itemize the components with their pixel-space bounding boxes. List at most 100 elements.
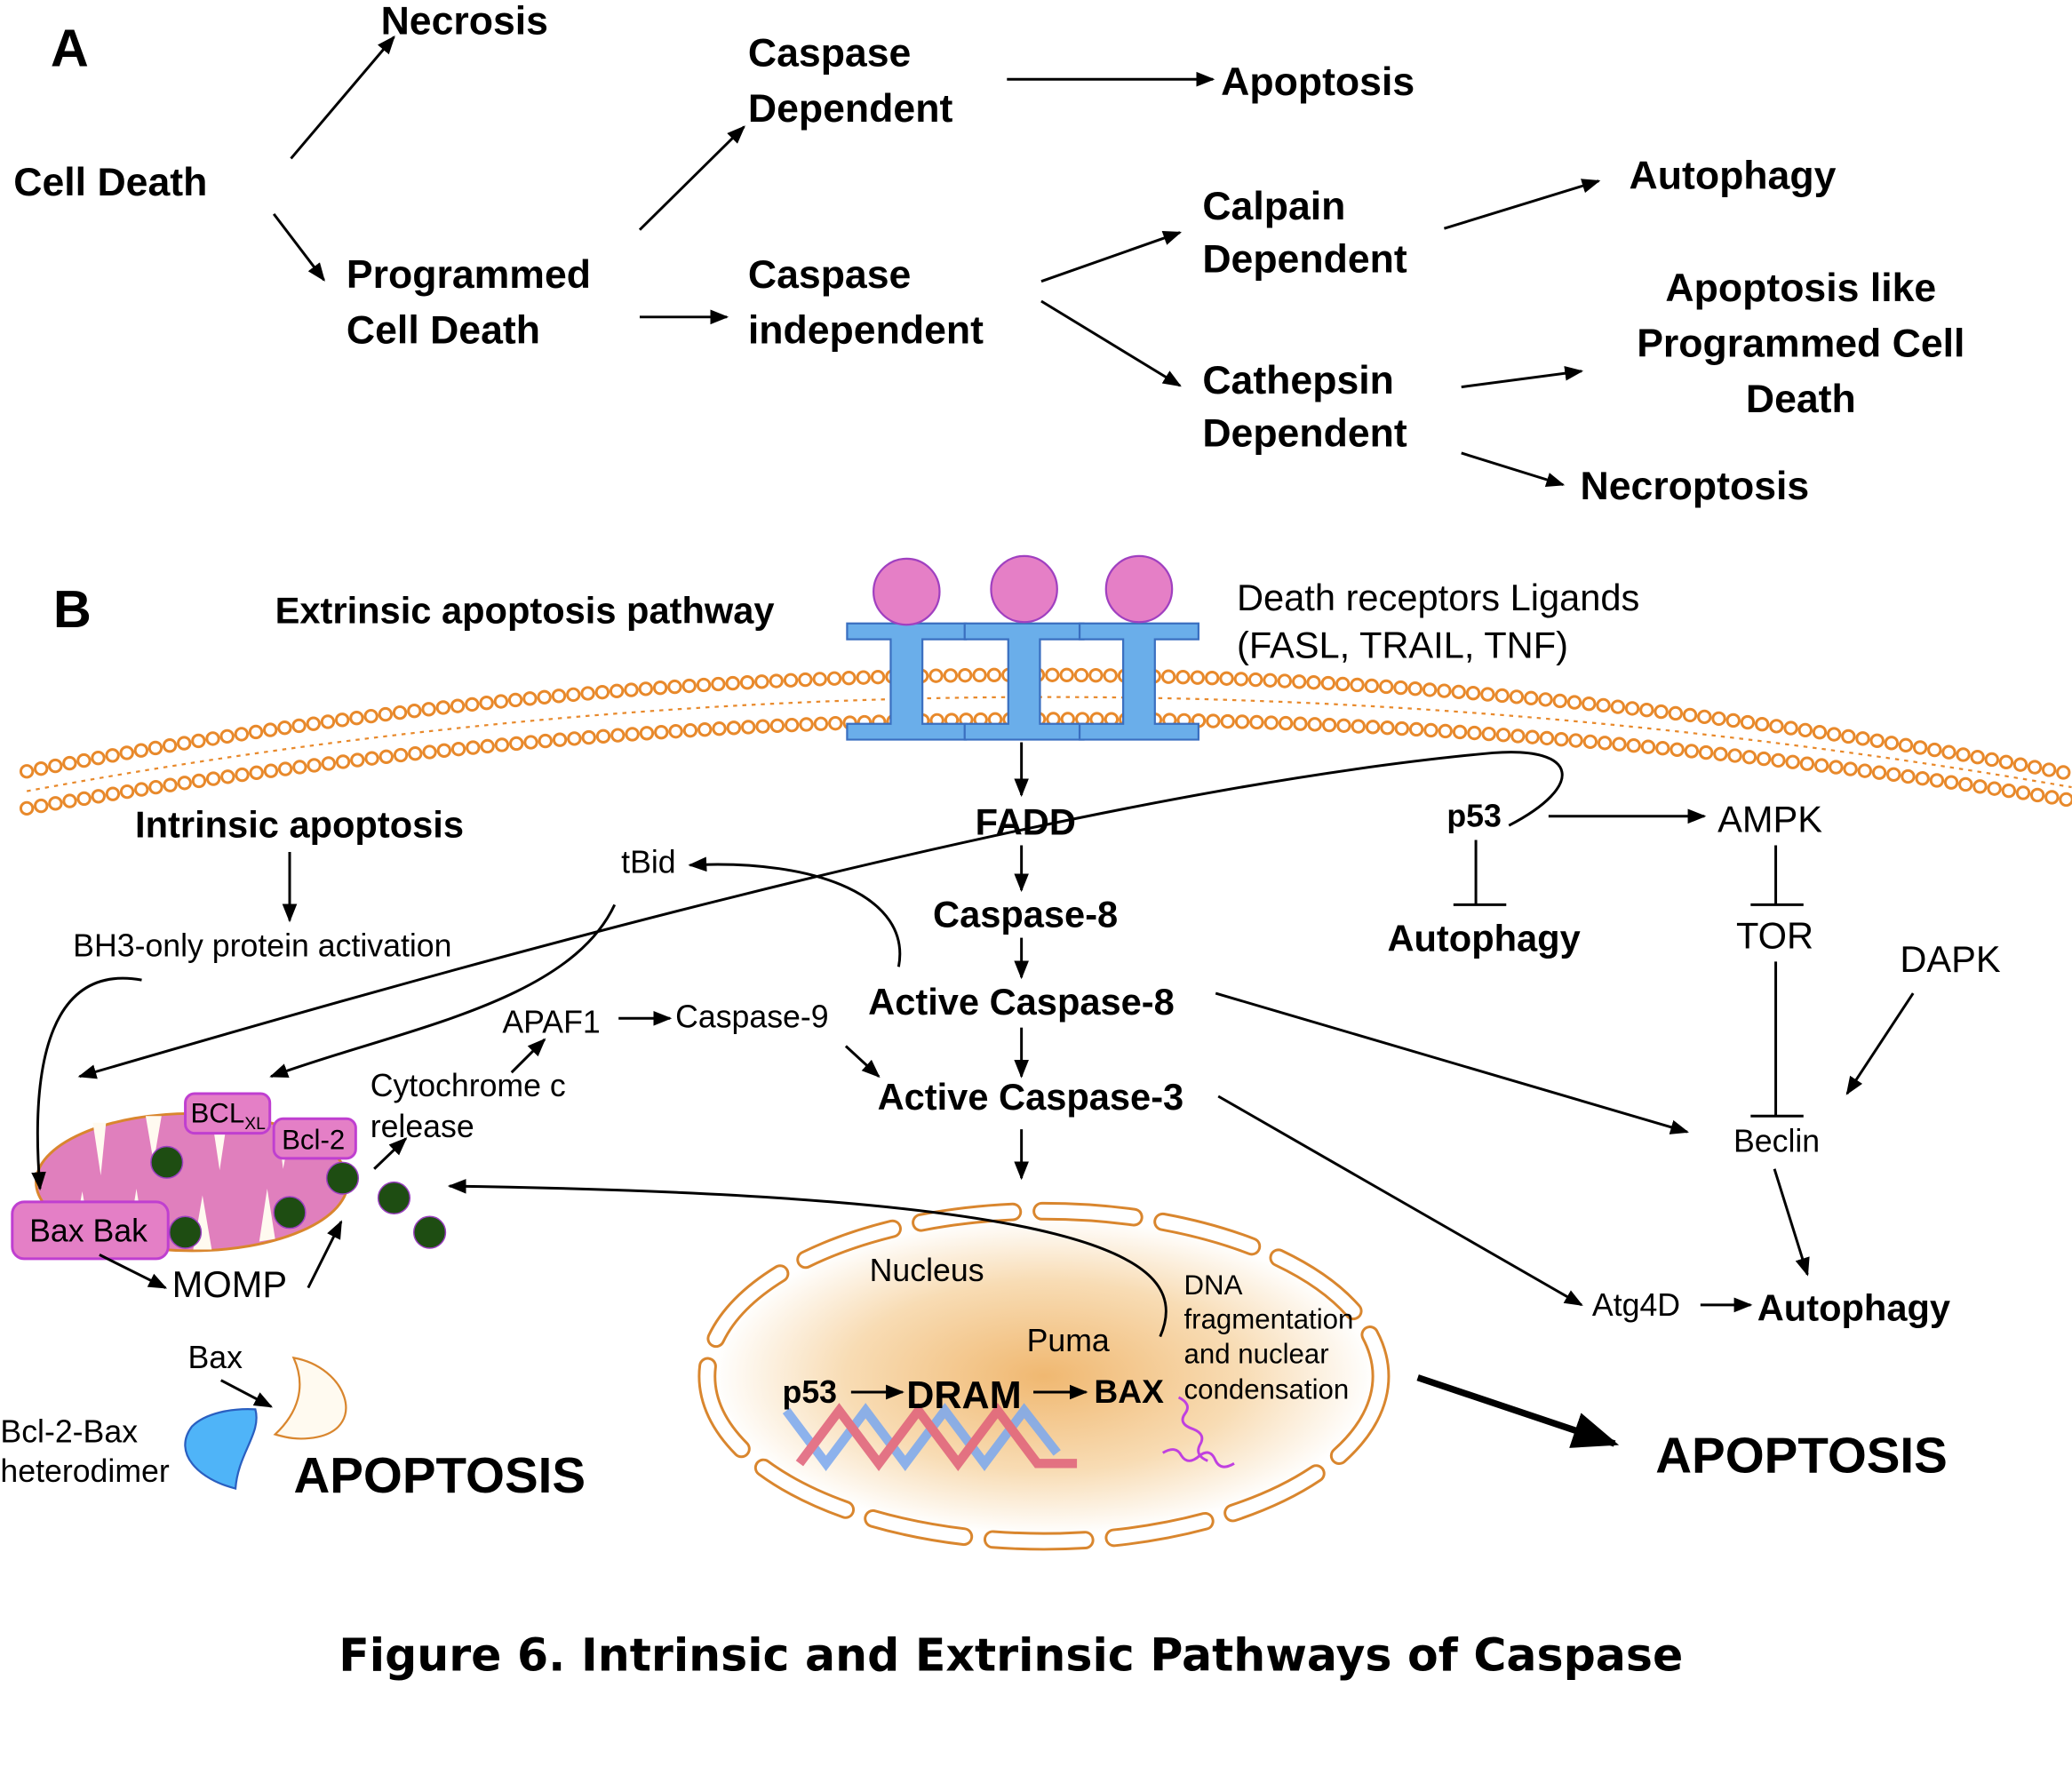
arrow — [510, 1038, 546, 1074]
bclxl-box: BCLXL — [184, 1092, 272, 1135]
arrow — [307, 1220, 343, 1289]
bax-nucleus-label: BAX — [1094, 1373, 1164, 1410]
death-receptors — [846, 554, 1199, 741]
arrow — [1845, 992, 1915, 1095]
dapk-label: DAPK — [1900, 938, 2001, 980]
cytochrome-c-dot — [150, 1145, 184, 1179]
death-receptor — [963, 554, 1085, 741]
arrow — [31, 976, 142, 1191]
arrow — [1461, 365, 1584, 389]
cytochrome-c-dot — [325, 1161, 360, 1195]
panel-b-label: B — [53, 579, 92, 639]
arrow — [1215, 991, 1689, 1134]
arrow — [1416, 1374, 1620, 1448]
panel-a-label: A — [51, 18, 89, 77]
cytochrome-c-dot — [273, 1196, 307, 1230]
apoptosis-left-label: APOPTOSIS — [293, 1447, 586, 1503]
cytochrome-c-dot — [413, 1215, 447, 1249]
arrow — [1443, 179, 1601, 230]
caspase-9-label: Caspase-9 — [675, 999, 829, 1035]
intrinsic-apoptosis-label: Intrinsic apoptosis — [135, 804, 464, 846]
svg-text:BCLXL: BCLXL — [190, 1098, 266, 1134]
arrow — [638, 125, 745, 231]
arrow — [219, 1379, 274, 1408]
arrow — [373, 1137, 408, 1170]
beclin-label: Beclin — [1733, 1123, 1820, 1158]
panel-a-arrows — [272, 36, 1601, 488]
arrow — [844, 1045, 881, 1079]
nucleus — [697, 1201, 1391, 1551]
puma-label: Puma — [1027, 1323, 1110, 1358]
autophagy-a-label: Autophagy — [1630, 155, 1837, 198]
inhibition-line — [1453, 840, 1507, 906]
inhibition-line — [1750, 845, 1804, 906]
svg-text:Bax Bak: Bax Bak — [29, 1214, 147, 1249]
ampk-label: AMPK — [1717, 799, 1822, 840]
arrow — [269, 903, 617, 1079]
death-receptor-ligands-label: Death receptors Ligands(FASL, TRAIL, TNF… — [1237, 577, 1639, 666]
necroptosis-label: Necroptosis — [1581, 465, 1810, 508]
bax-bak-box: Bax Bak — [11, 1200, 170, 1261]
arrow — [99, 1254, 168, 1289]
arrow — [1217, 1094, 1583, 1307]
arrow — [77, 751, 1564, 1079]
cytochrome-c-molecules — [150, 1145, 447, 1249]
inhibition-line — [1750, 961, 1804, 1118]
bax-label: Bax — [188, 1340, 243, 1375]
cytochrome-c-dot — [377, 1181, 411, 1215]
bax-protein-icon — [273, 1356, 347, 1440]
cell-death-label: Cell Death — [13, 161, 207, 204]
cytochrome-c-dot — [168, 1215, 203, 1249]
fragmented-dna-icon — [1161, 1396, 1235, 1469]
apoptosis-label: Apoptosis — [1221, 60, 1415, 104]
svg-text:Bcl-2: Bcl-2 — [282, 1124, 345, 1155]
tbid-label: tBid — [621, 845, 675, 880]
arrow — [447, 1179, 1167, 1338]
bcl2-box: Bcl-2 — [272, 1117, 357, 1160]
extrinsic-pathway-label: Extrinsic apoptosis pathway — [275, 590, 775, 632]
panel-b-arrows — [31, 742, 1915, 1448]
dna-helix — [782, 1403, 1078, 1471]
caspase-8-label: Caspase-8 — [933, 894, 1118, 935]
momp-label: MOMP — [172, 1263, 287, 1305]
death-receptor — [1078, 554, 1199, 741]
apoptosis-right-label: APOPTOSIS — [1655, 1428, 1948, 1484]
nucleus-label: Nucleus — [870, 1253, 984, 1288]
arrow — [1461, 451, 1566, 488]
apaf1-label: APAF1 — [502, 1005, 600, 1040]
arrow — [1773, 1168, 1810, 1277]
necrosis-label: Necrosis — [381, 0, 548, 44]
atg4d-label: Atg4D — [1592, 1287, 1680, 1323]
arrow — [688, 856, 902, 967]
active-caspase-3-label: Active Caspase-3 — [878, 1076, 1184, 1118]
bcl2-protein-icon — [184, 1408, 258, 1490]
dram-label: DRAM — [906, 1374, 1021, 1417]
death-receptor — [846, 557, 968, 741]
p53-nucleus-label: p53 — [783, 1374, 837, 1410]
figure-caption: Figure 6. Intrinsic and Extrinsic Pathwa… — [339, 1629, 1683, 1682]
arrow — [272, 212, 325, 282]
autophagy-top-label: Autophagy — [1387, 917, 1580, 959]
arrow — [290, 36, 395, 160]
cell-membrane — [19, 667, 2072, 816]
autophagy-bottom-label: Autophagy — [1757, 1287, 1950, 1329]
p53-label: p53 — [1446, 799, 1501, 834]
inhibition-lines — [1453, 840, 1804, 1118]
tor-label: TOR — [1736, 914, 1813, 956]
bh3-label: BH3-only protein activation — [73, 927, 451, 963]
active-caspase-8-label: Active Caspase-8 — [868, 981, 1175, 1023]
panel-b: B Extrinsic apoptosis pathway Death rece… — [0, 554, 2072, 1551]
arrow — [1040, 299, 1182, 387]
arrow — [1040, 231, 1183, 283]
